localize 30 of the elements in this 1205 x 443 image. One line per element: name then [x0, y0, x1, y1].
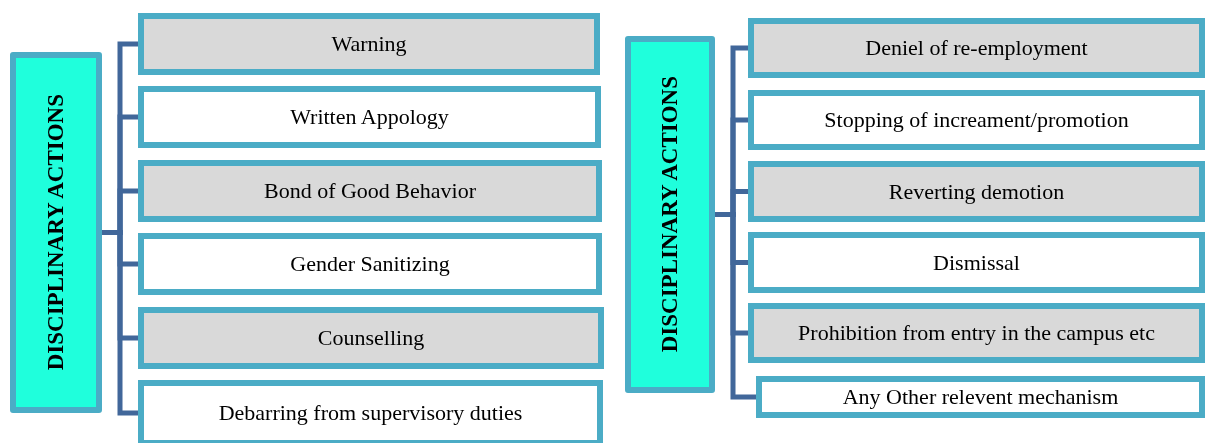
- action-box: [748, 18, 1205, 78]
- action-label: Reverting demotion: [887, 179, 1066, 204]
- action-box: [748, 303, 1205, 363]
- action-label: Warning: [330, 32, 408, 56]
- action-box: [756, 376, 1205, 418]
- connector-line: [102, 230, 138, 416]
- action-box: [138, 13, 600, 75]
- action-label: Any Other relevent mechanism: [841, 385, 1120, 409]
- action-box: [138, 86, 601, 148]
- action-box: [748, 232, 1205, 293]
- action-box: [138, 160, 602, 222]
- category-label: DISCIPLINARY ACTIONS: [43, 94, 69, 371]
- action-box: [138, 380, 603, 443]
- connector-line: [715, 212, 756, 400]
- action-label: Debarring from supervisory duties: [217, 401, 524, 425]
- action-label: Deniel of re-employment: [864, 36, 1089, 60]
- action-box: [138, 233, 602, 295]
- action-label: Written Appology: [289, 105, 450, 129]
- action-box: [748, 90, 1205, 150]
- action-label: Counselling: [316, 326, 426, 350]
- action-label: Bond of Good Behavior: [263, 179, 477, 203]
- action-label: Prohibition from entry in the campus etc: [797, 321, 1156, 345]
- action-label: Stopping of increament/promotion: [823, 108, 1130, 132]
- action-box: [138, 307, 604, 369]
- action-label: Gender Sanitizing: [289, 252, 451, 276]
- category-box: [10, 52, 102, 413]
- category-box: [625, 36, 715, 393]
- category-label: DISCIPLINARY ACTIONS: [657, 76, 683, 353]
- action-label: Dismissal: [932, 250, 1021, 275]
- action-box: [748, 161, 1205, 222]
